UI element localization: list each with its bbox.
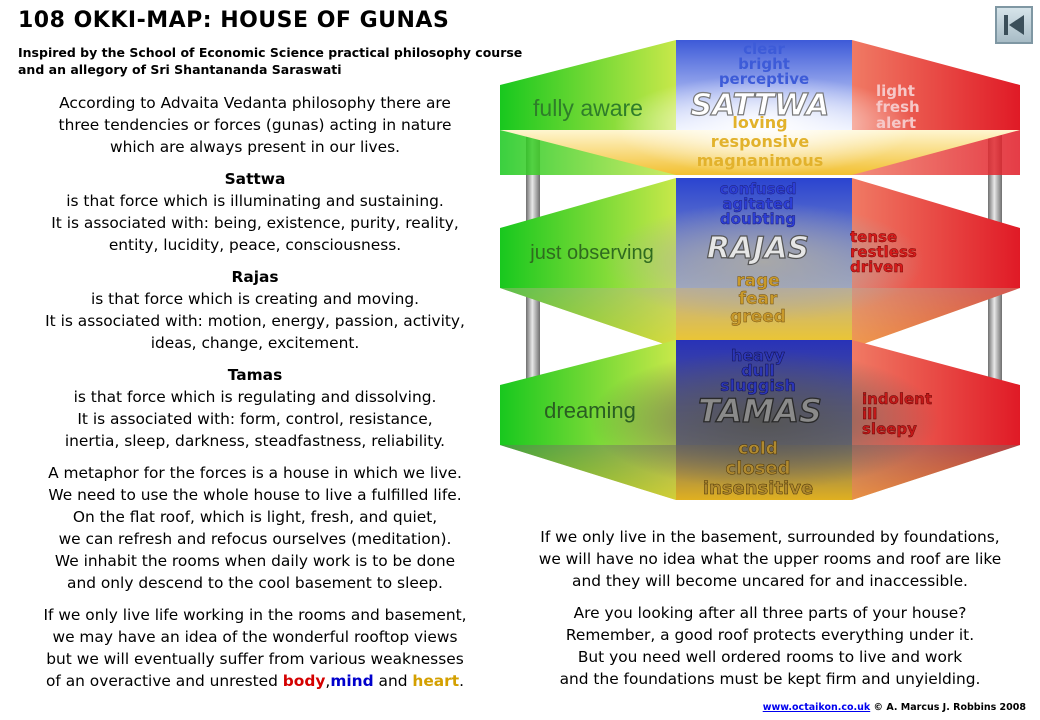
tamas-left: dreaming (544, 398, 636, 423)
tamas-heading: Tamas (227, 366, 283, 384)
copyright: © A. Marcus J. Robbins 2008 (870, 702, 1026, 713)
sattwa-name: SATTWA (691, 88, 830, 123)
body-word: body (282, 672, 326, 690)
rajas-top-2: agitated (722, 195, 793, 213)
rajas-bottom-2: fear (739, 289, 778, 309)
sattwa-level (500, 40, 1020, 175)
heart-word: heart (412, 672, 460, 690)
mind-word: mind (330, 672, 374, 690)
tamas-name: TAMAS (698, 392, 822, 430)
rajas-right-3: driven (850, 258, 904, 276)
tamas-bottom-1: cold (738, 439, 778, 459)
footer: www.octaikon.co.uk © A. Marcus J. Robbin… (763, 702, 1026, 713)
sattwa-bottom-1: loving (732, 113, 787, 132)
tamas-bottom-2: closed (725, 458, 790, 479)
tamas-right-2: ill (862, 405, 877, 423)
closing-paragraph: Are you looking after all three parts of… (559, 604, 981, 688)
rajas-top-1: confused (720, 180, 797, 198)
sattwa-heading: Sattwa (224, 170, 286, 188)
rajas-level (500, 178, 1020, 348)
tamas-level (500, 340, 1020, 500)
sattwa-right-3: alert (876, 114, 916, 132)
sattwa-top-2: bright (738, 55, 790, 73)
subtitle-line: and an allegory of Sri Shantananda Saras… (18, 62, 342, 77)
sattwa-bottom-3: magnanimous (697, 151, 824, 170)
page-title: 108 OKKI-MAP: HOUSE OF GUNAS (18, 8, 450, 33)
sattwa-paragraph: Sattwa is that force which is illuminati… (51, 170, 459, 254)
website-link[interactable]: www.octaikon.co.uk (762, 702, 871, 713)
tamas-paragraph: Tamas is that force which is regulating … (64, 366, 446, 450)
sattwa-top-3: perceptive (719, 70, 809, 88)
house-of-gunas-diagram: clear bright perceptive fully aware SATT… (500, 40, 1020, 500)
sattwa-left: fully aware (533, 95, 643, 121)
intro-paragraph: According to Advaita Vedanta philosophy … (58, 94, 452, 156)
rajas-right-1: tense (850, 228, 897, 246)
metaphor-paragraph: A metaphor for the forces is a house in … (48, 464, 462, 592)
rajas-bottom-3: greed (730, 307, 786, 327)
rajas-top-3: doubting (720, 210, 796, 228)
warning-paragraph: If we only live life working in the room… (43, 606, 467, 690)
rajas-heading: Rajas (231, 268, 279, 286)
sattwa-bottom-2: responsive (711, 132, 810, 151)
sattwa-right-1: light (876, 82, 915, 100)
sattwa-right-2: fresh (876, 98, 920, 116)
rajas-left: just observing (529, 242, 653, 264)
rajas-paragraph: Rajas is that force which is creating an… (45, 268, 465, 352)
right-text-column: If we only live in the basement, surroun… (500, 526, 1040, 700)
tamas-top-2: dull (741, 361, 775, 380)
subtitle-line: Inspired by the School of Economic Scien… (18, 45, 523, 60)
subtitle: Inspired by the School of Economic Scien… (18, 44, 522, 78)
tamas-right-3: sleepy (862, 420, 917, 438)
rajas-bottom-1: rage (736, 271, 780, 291)
skip-back-icon (1004, 15, 1024, 35)
back-button[interactable] (995, 6, 1033, 44)
basement-paragraph: If we only live in the basement, surroun… (538, 528, 1002, 590)
tamas-top-1: heavy (731, 346, 785, 365)
tamas-right-1: indolent (862, 390, 932, 408)
rajas-right-2: restless (850, 243, 917, 261)
left-text-column: According to Advaita Vedanta philosophy … (10, 92, 500, 702)
tamas-top-3: sluggish (720, 376, 796, 395)
sattwa-top-1: clear (743, 40, 785, 58)
tamas-bottom-3: insensitive (703, 478, 813, 499)
rajas-name: RAJAS (707, 231, 809, 266)
